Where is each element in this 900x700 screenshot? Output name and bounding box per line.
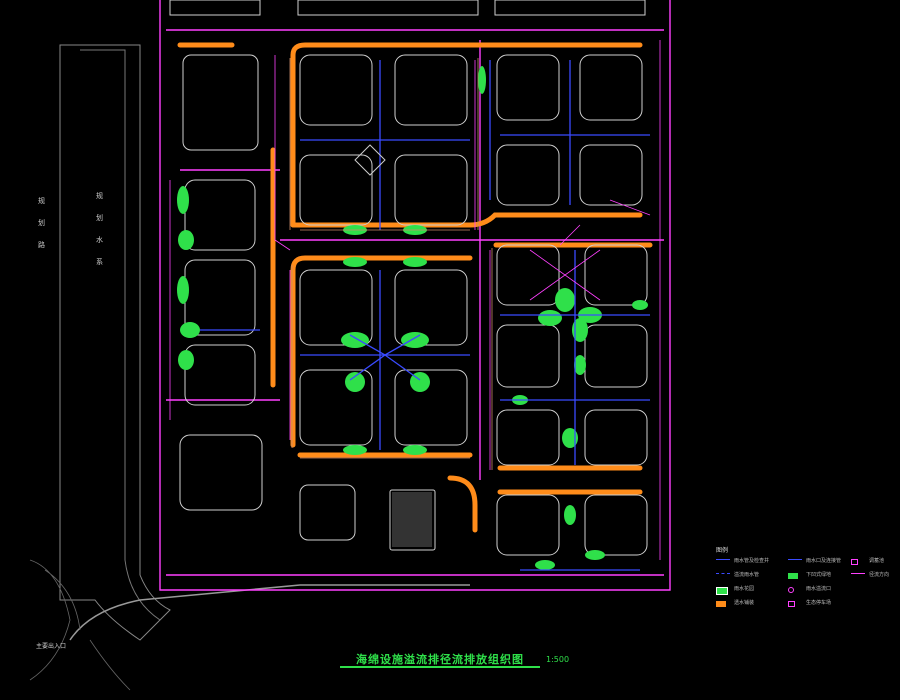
runoff-paths [169,40,661,560]
legend-swatch-9 [851,573,865,574]
legend: 图例 雨水管及检查井溢流雨水管雨水花园透水铺装 雨水口及连接管下凹式绿地雨水溢流口… [706,545,896,615]
legend-swatch-5 [788,573,798,579]
river-channel [80,49,161,621]
left-boundary-road [59,44,171,641]
entrance-road [69,584,470,641]
legend-swatch-8 [851,559,858,565]
legend-label-6: 雨水溢流口 [806,586,832,592]
legend-label-9: 径流方向 [869,572,890,578]
legend-swatch-6 [788,587,794,593]
legend-title: 图例 [716,547,729,554]
legend-swatch-0 [716,559,730,560]
legend-label-1: 溢流雨水管 [734,572,760,578]
legend-label-2: 雨水花园 [734,586,755,592]
title-underline [340,666,540,668]
central-plaza [354,144,386,176]
legend-swatch-7 [788,601,795,607]
drawing-scale: 1:500 [546,655,570,664]
parking-lot [392,492,432,547]
permeable-paving [177,42,653,533]
legend-label-0: 雨水管及检查井 [734,558,770,564]
legend-swatch-1 [716,573,730,574]
drawing-title: 海绵设施溢流排径流排放组织图 [356,653,524,666]
storm-pipes [200,60,650,571]
entrance-label: 主要出入口 [36,643,67,650]
legend-label-3: 透水铺装 [734,600,755,606]
walkways [289,58,493,470]
contour-lines [29,559,131,691]
legend-label-4: 雨水口及连接管 [806,558,842,564]
legend-label-5: 下凹式绿地 [806,572,832,578]
buildings [169,0,648,556]
legend-swatch-4 [788,559,802,560]
road-label-right: 规划水系 [96,192,103,266]
internal-roads [159,0,671,591]
legend-swatch-3 [716,601,726,607]
legend-swatch-2 [716,587,728,595]
legend-label-7: 生态停车场 [806,600,832,606]
legend-label-8: 调蓄池 [869,558,885,564]
road-label-left: 规划路 [38,197,45,249]
